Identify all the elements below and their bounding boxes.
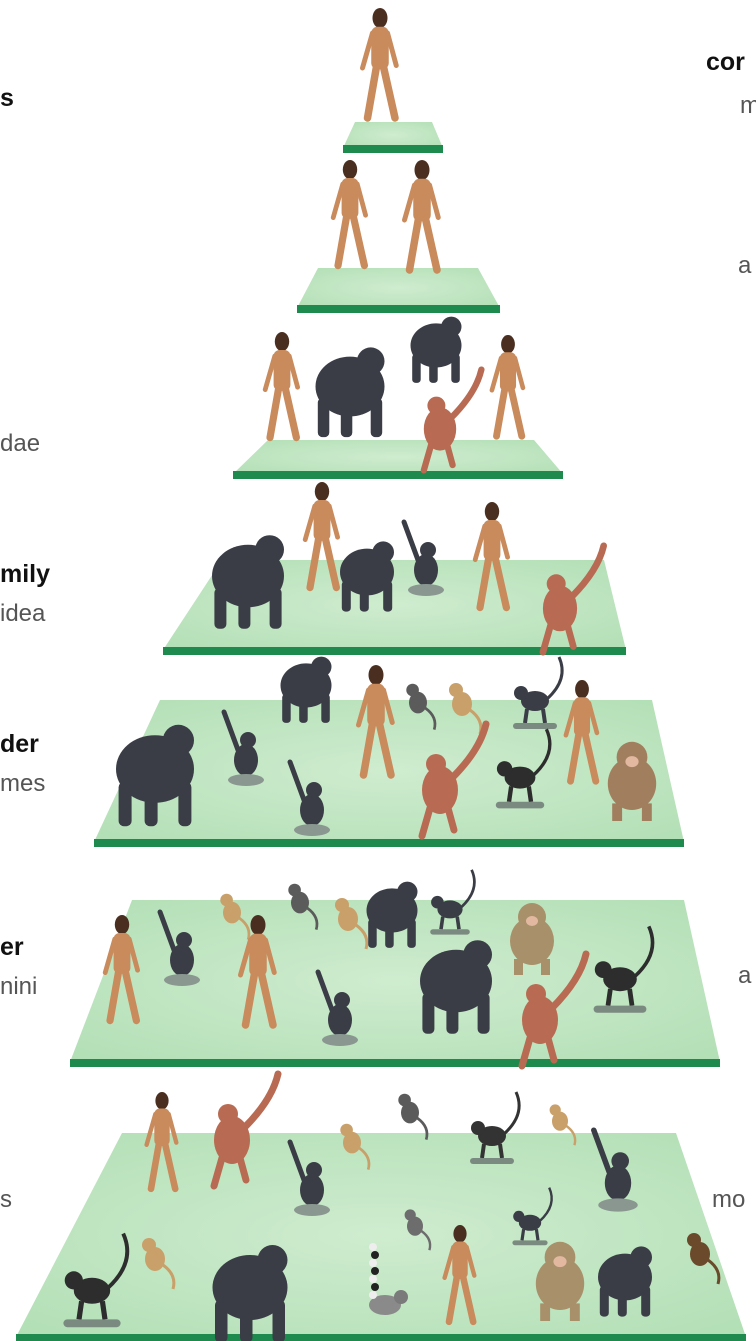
tier-2-platform [297, 268, 500, 308]
left-label-top: s [0, 84, 14, 113]
ape-figure [340, 541, 394, 611]
left-label-superfamily-sub: idea [0, 600, 45, 628]
left-label-infraorder-sub: nini [0, 973, 37, 1001]
tier-3-platform [233, 440, 563, 474]
left-label-order-sub: mes [0, 770, 45, 798]
right-label-a2: a [738, 962, 751, 990]
tier-4-base-line [163, 647, 626, 655]
small-primate-figure [398, 1094, 427, 1140]
right-label-top-sub: m [740, 92, 756, 120]
tier-5-base-line [94, 839, 684, 847]
left-label-family: dae [0, 430, 40, 458]
right-label-bottom: mo [712, 1186, 745, 1214]
pyramid-tier-1 [343, 122, 443, 153]
human-figure [363, 8, 397, 118]
left-label-superfamily: mily [0, 560, 50, 589]
ape-figure [281, 657, 332, 723]
human-figure [333, 160, 365, 266]
pyramid-tier-2 [297, 268, 500, 313]
right-label-top: cor [706, 48, 745, 77]
left-label-order: der [0, 730, 39, 759]
human-figure [492, 335, 523, 436]
ape-figure [411, 317, 462, 383]
ape-figure [316, 347, 385, 437]
human-figure [405, 160, 439, 270]
ape-figure [116, 725, 194, 826]
ape-figure [212, 535, 284, 629]
tier-7-base-line [16, 1334, 746, 1341]
human-figure [265, 332, 297, 438]
tier-2-base-line [297, 305, 500, 313]
tier-1-base-line [343, 145, 443, 153]
left-label-bottom: s [0, 1186, 12, 1214]
ape-figure [367, 882, 418, 948]
right-label-a1: a [738, 252, 751, 280]
tier-3-base-line [233, 471, 563, 479]
tier-1-platform [343, 122, 443, 148]
tier-6-base-line [70, 1059, 720, 1067]
left-label-infraorder: er [0, 933, 24, 962]
pyramid-tier-3 [233, 440, 563, 479]
